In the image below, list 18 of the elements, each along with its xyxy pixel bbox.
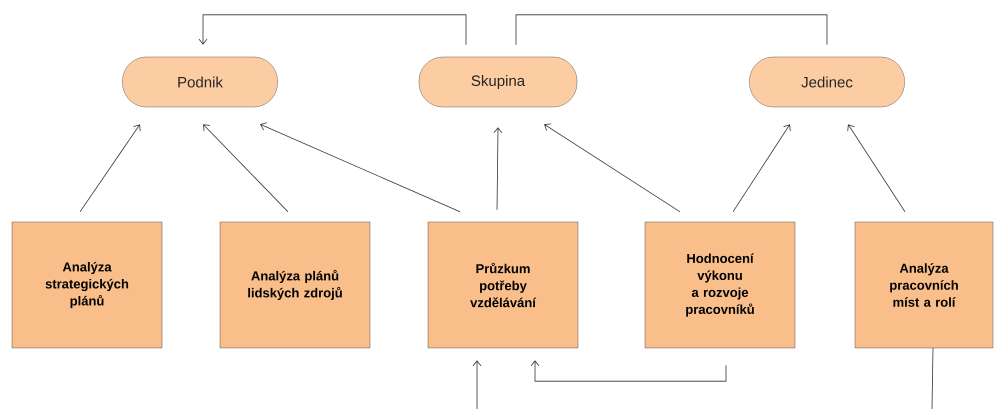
arrow bbox=[472, 360, 482, 409]
process-box: Analýza strategických plánů bbox=[12, 222, 162, 348]
arrow bbox=[203, 124, 288, 212]
arrow bbox=[530, 360, 726, 382]
arrow bbox=[80, 124, 141, 212]
process-box: Analýza pracovních míst a rolí bbox=[854, 222, 994, 348]
arrow bbox=[847, 124, 906, 212]
process-box: Hodnocení výkonu a rozvoje pracovníků bbox=[644, 222, 796, 348]
process-box: Průzkum potřeby vzdělávání bbox=[428, 222, 578, 348]
arrow bbox=[732, 124, 791, 212]
arrow bbox=[260, 122, 460, 212]
rounded-box: Jedinec bbox=[749, 56, 905, 108]
process-box: Analýza plánů lidských zdrojů bbox=[220, 222, 370, 348]
arrow bbox=[198, 14, 466, 46]
arrow bbox=[494, 127, 502, 210]
rounded-box: Podnik bbox=[122, 56, 278, 108]
rounded-box: Skupina bbox=[418, 56, 578, 108]
arrow bbox=[544, 124, 680, 212]
